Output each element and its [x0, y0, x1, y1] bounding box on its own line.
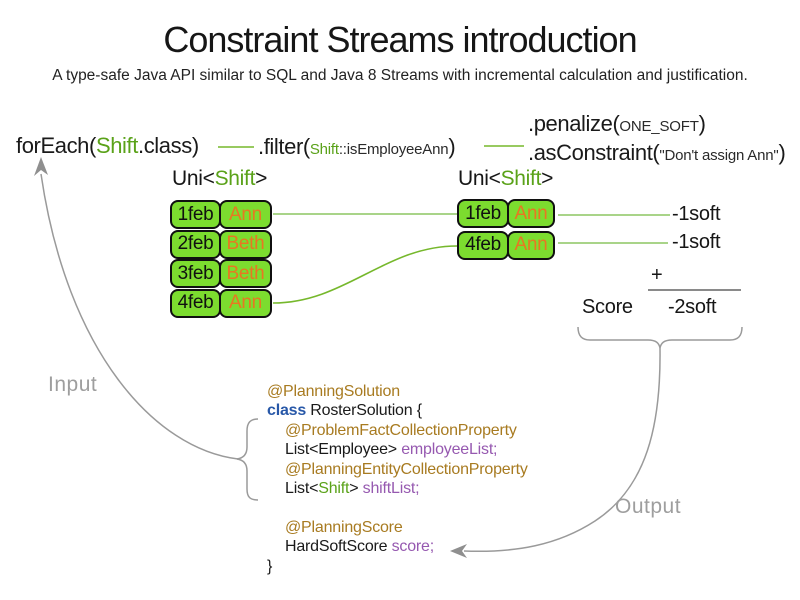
page-subtitle: A type-safe Java API similar to SQL and …	[52, 67, 748, 84]
score-sum-brace	[577, 326, 743, 349]
code-line: @PlanningSolution	[267, 383, 400, 400]
date-cell: 4feb	[457, 230, 509, 260]
code-line: @PlanningEntityCollectionProperty	[285, 460, 528, 478]
foreach-expression: forEach(Shift.class)	[16, 133, 199, 158]
score-total: -2soft	[668, 296, 717, 318]
date-cell: 3feb	[170, 259, 221, 288]
plus-sign: +	[651, 264, 663, 286]
employee-cell: Ann	[219, 288, 272, 318]
employee-cell: Beth	[219, 259, 272, 288]
score-label: Score	[582, 296, 633, 318]
penalty-label: -1soft	[672, 203, 721, 225]
date-cell: 4feb	[170, 288, 221, 318]
input-arrowhead-icon	[34, 157, 48, 176]
stream-table-right: 1feb Ann 4feb Ann	[457, 199, 555, 260]
page-title: Constraint Streams introduction	[163, 19, 637, 60]
table-row: 2feb Beth	[170, 229, 272, 259]
table-row: 1feb Ann	[457, 199, 555, 228]
date-cell: 1feb	[170, 200, 221, 229]
employee-cell: Ann	[507, 199, 555, 228]
uni-shift-label-left: Uni<Shift>	[172, 167, 268, 190]
uni-shift-label-right: Uni<Shift>	[458, 167, 554, 190]
table-row: 4feb Ann	[457, 230, 555, 260]
code-brace	[236, 418, 259, 501]
table-row: 3feb Beth	[170, 259, 272, 288]
table-row: 1feb Ann	[170, 200, 272, 229]
penalize-expression: .penalize(ONE_SOFT)	[528, 111, 706, 136]
employee-cell: Ann	[219, 200, 272, 229]
filter-expression: .filter(Shift::isEmployeeAnn)	[258, 134, 456, 159]
code-line: List<Shift> shiftList;	[285, 479, 420, 497]
asconstraint-expression: .asConstraint("Don't assign Ann")	[528, 140, 786, 165]
date-cell: 1feb	[457, 199, 509, 228]
code-line-blank	[267, 498, 528, 517]
stream-table-left: 1feb Ann 2feb Beth 3feb Beth 4feb Ann	[170, 200, 272, 318]
code-line: List<Employee> employeeList;	[285, 441, 498, 459]
code-line: }	[267, 557, 273, 575]
input-label: Input	[48, 373, 98, 396]
table-row: 4feb Ann	[170, 288, 272, 318]
employee-cell: Ann	[507, 230, 555, 260]
output-label: Output	[615, 495, 682, 518]
code-line: class RosterSolution {	[267, 402, 422, 420]
code-line: HardSoftScore score;	[285, 538, 434, 556]
code-line: @ProblemFactCollectionProperty	[285, 421, 517, 439]
connector-4feb-filtered	[272, 245, 458, 304]
code-block: @PlanningSolution class RosterSolution {…	[267, 382, 528, 576]
date-cell: 2feb	[170, 229, 221, 259]
employee-cell: Beth	[219, 229, 272, 259]
penalty-label: -1soft	[672, 231, 721, 253]
code-line: @PlanningScore	[285, 518, 403, 536]
